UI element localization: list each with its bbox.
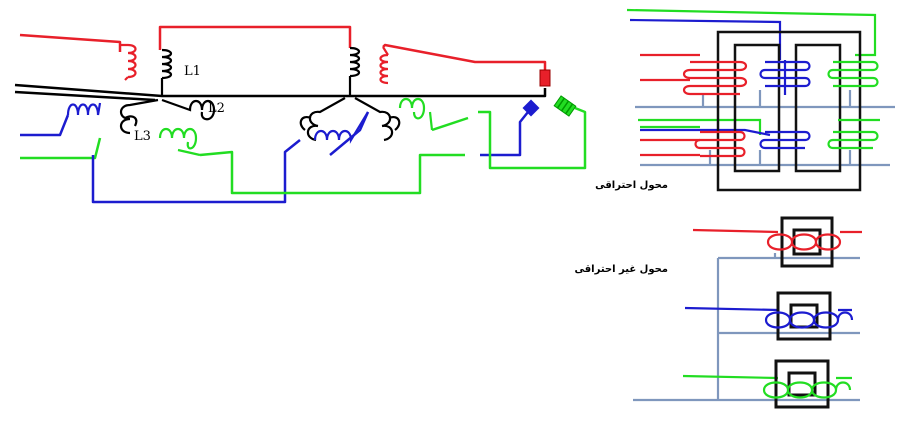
- black-return-wire: [14, 90, 156, 102]
- shell-red-wire: [692, 228, 862, 234]
- core-red-coil-bottom: [694, 130, 746, 158]
- core-green-coil-bottom: [827, 118, 880, 150]
- core-window-right: [794, 43, 842, 173]
- red-supply-wire: [19, 33, 122, 52]
- shell-transformers: محول غیر احتراقی: [575, 216, 862, 409]
- black-coil-mid-left: [299, 97, 346, 142]
- shell-core-red: [780, 216, 834, 268]
- blue-bottom-wire: [91, 139, 301, 204]
- blue-switch-wire: [480, 111, 529, 157]
- blue-terminal: [522, 99, 540, 117]
- l3-coil: [119, 98, 159, 135]
- shell-core-blue: [776, 291, 832, 341]
- red-terminal: [539, 69, 551, 87]
- core-green-top-wire: [626, 8, 877, 57]
- blue-supply-wire: [20, 114, 70, 137]
- shell-core-green: [774, 359, 830, 409]
- three-phase-schematic: [14, 25, 587, 204]
- coils: [66, 43, 434, 157]
- black-coil-mid-right: [354, 97, 401, 142]
- core-blue-coil-bottom: [759, 130, 811, 150]
- shell-core-red-inner: [792, 228, 822, 256]
- blue-coil-left: [66, 102, 102, 116]
- label-l1: L1: [184, 64, 201, 79]
- shell-green-wire: [682, 374, 852, 380]
- core-window-left: [733, 43, 781, 173]
- red-coil-right: [379, 46, 389, 85]
- red-top-wire: [158, 25, 352, 50]
- core-red-low-wire: [640, 138, 700, 157]
- green-coil-mid: [398, 97, 434, 131]
- green-coil-left: [158, 127, 201, 157]
- label-l2: L2: [208, 101, 225, 116]
- shell-red-coil: [766, 233, 842, 251]
- red-diagonal-wire: [382, 43, 547, 73]
- blue-coil-mid: [313, 111, 369, 144]
- green-bottom-wire: [199, 150, 465, 195]
- red-coil-left: [120, 43, 137, 81]
- core-gray-wire-2: [640, 150, 890, 167]
- label-l3: L3: [134, 129, 151, 144]
- core-outer: [716, 30, 862, 192]
- label-core-type: محول احتراقی: [595, 180, 668, 191]
- shell-blue-wire: [684, 306, 852, 312]
- green-switch-wire: [431, 106, 587, 170]
- core-green-mid-wire: [638, 118, 762, 135]
- green-supply-wire: [20, 137, 102, 160]
- core-transformer: محول احتراقی: [595, 8, 895, 192]
- shell-gray-bus: [633, 253, 860, 402]
- shell-green-coil: [762, 381, 852, 399]
- core-gray-wire-1: [635, 90, 895, 109]
- label-shell-type: محول غیر احتراقی: [575, 264, 668, 275]
- shell-blue-coil: [764, 311, 854, 329]
- green-terminal: [553, 95, 577, 117]
- black-main-wire: [14, 83, 520, 98]
- core-red-coil-top: [682, 60, 748, 96]
- core-blue-mid-wire: [640, 128, 771, 137]
- core-blue-coil-top: [759, 60, 811, 95]
- l2-coil: [161, 98, 216, 121]
- black-coil-top: [348, 46, 361, 96]
- core-green-coil-top: [827, 60, 879, 88]
- black-switch-wire: [520, 88, 547, 98]
- l1-coil: [160, 48, 173, 95]
- terminals: [522, 69, 577, 117]
